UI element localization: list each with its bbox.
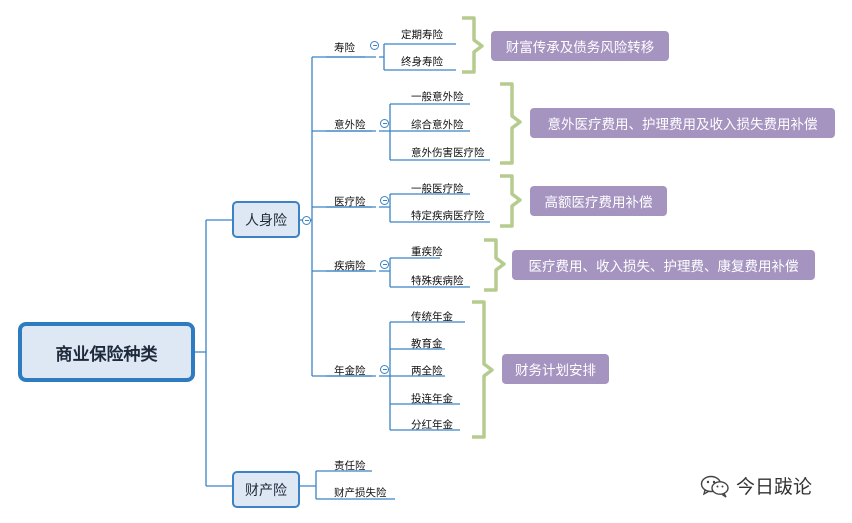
collapse-toggle-icon[interactable] (380, 365, 389, 374)
item-label[interactable]: 投连年金 (411, 393, 453, 405)
item-label[interactable]: 一般意外险 (411, 91, 464, 103)
watermark: 今日跋论 (700, 472, 812, 499)
wechat-icon (700, 475, 729, 498)
item-label[interactable]: 特殊疾病险 (411, 275, 464, 287)
item-label[interactable]: 责任险 (334, 460, 366, 472)
category-medical[interactable]: 医疗险 (334, 196, 366, 208)
item-label[interactable]: 终身寿险 (401, 56, 443, 68)
purpose-box-annuity[interactable]: 财务计划安排 (502, 354, 609, 384)
connector-disease (379, 257, 470, 288)
collapse-toggle-icon[interactable] (380, 196, 389, 205)
node-person-insurance[interactable]: 人身险 (232, 201, 300, 238)
bracket-annuity (472, 300, 494, 439)
collapse-toggle-icon[interactable] (302, 216, 311, 225)
item-label[interactable]: 特定疾病医疗险 (411, 210, 485, 222)
purpose-box-disease[interactable]: 医疗费用、收入损失、护理费、康复费用补偿 (512, 250, 815, 280)
category-accident[interactable]: 意外险 (334, 119, 366, 131)
bracket-accident (500, 82, 522, 165)
item-label[interactable]: 传统年金 (411, 311, 453, 323)
collapse-toggle-icon[interactable] (370, 41, 379, 50)
connector-annuity (379, 321, 465, 431)
watermark-text: 今日跋论 (736, 476, 813, 498)
connector-life (379, 43, 456, 71)
root-node[interactable]: 商业保险种类 (18, 322, 195, 382)
item-label[interactable]: 定期寿险 (401, 29, 443, 41)
connector-accident (379, 103, 490, 161)
item-label[interactable]: 两全险 (411, 365, 443, 377)
bracket-disease (484, 238, 506, 292)
item-label[interactable]: 财产损失险 (334, 487, 387, 499)
purpose-box-life[interactable]: 财富传承及债务风险转移 (491, 31, 669, 61)
item-label[interactable]: 分红年金 (411, 419, 453, 431)
purpose-box-accident[interactable]: 意外医疗费用、护理费用及收入损失费用补偿 (530, 108, 835, 138)
purpose-box-medical[interactable]: 高额医疗费用补偿 (530, 186, 667, 216)
connector-person (300, 56, 376, 377)
item-label[interactable]: 教育金 (411, 338, 443, 350)
connector-property (300, 470, 395, 500)
category-annuity[interactable]: 年金险 (334, 365, 366, 377)
collapse-toggle-icon[interactable] (380, 119, 389, 128)
connector-underlines (326, 56, 372, 377)
item-label[interactable]: 重疾险 (411, 246, 443, 258)
bracket-medical (500, 174, 522, 228)
connector-root (195, 219, 232, 487)
node-property-insurance[interactable]: 财产险 (232, 471, 300, 508)
item-label[interactable]: 一般医疗险 (411, 183, 464, 195)
item-label[interactable]: 综合意外险 (411, 119, 464, 131)
connector-medical (379, 193, 490, 223)
category-life[interactable]: 寿险 (334, 42, 355, 54)
collapse-toggle-icon[interactable] (380, 260, 389, 269)
item-label[interactable]: 意外伤害医疗险 (411, 147, 485, 159)
category-disease[interactable]: 疾病险 (334, 260, 366, 272)
bracket-life (462, 16, 484, 74)
